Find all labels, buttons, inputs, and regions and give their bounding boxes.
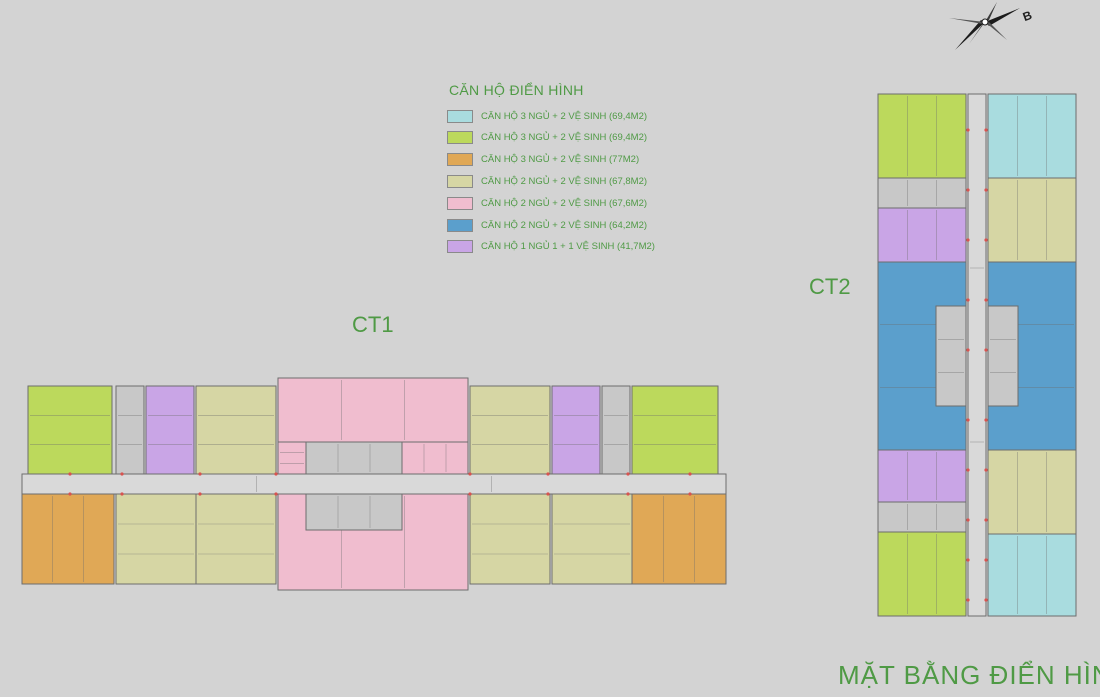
door-marker — [688, 472, 692, 476]
door-marker — [966, 238, 970, 242]
apartment-unit — [115, 493, 197, 585]
building-label-ct2: CT2 — [809, 274, 851, 299]
compass-rose-icon — [949, 2, 1020, 50]
apartment-unit — [27, 385, 113, 475]
elevator-core — [935, 305, 967, 407]
legend-swatch — [447, 240, 473, 254]
apartment-unit — [277, 377, 469, 443]
door-marker — [984, 298, 988, 302]
apartment-unit — [145, 385, 195, 475]
legend-item: CĂN HỘ 2 NGỦ + 2 VỆ SINH (67,6M2) — [447, 196, 647, 210]
legend-swatch — [447, 196, 473, 210]
door-marker — [468, 492, 472, 496]
legend-label: CĂN HỘ 1 NGỦ 1 + 1 VỆ SINH (41,7M2) — [481, 241, 655, 253]
apartment-unit — [551, 493, 633, 585]
door-marker — [984, 518, 988, 522]
door-marker — [984, 128, 988, 132]
building-label-ct1: CT1 — [352, 312, 394, 337]
legend-swatch — [447, 131, 473, 145]
apartment-unit — [987, 93, 1077, 179]
apartment-unit — [877, 93, 967, 179]
stair-core — [601, 385, 631, 475]
door-marker — [274, 492, 278, 496]
apartment-unit — [631, 493, 727, 585]
legend-swatch — [447, 218, 473, 232]
door-marker — [984, 238, 988, 242]
door-marker — [546, 492, 550, 496]
ct1-corridor — [21, 473, 727, 495]
apartment-unit — [195, 493, 277, 585]
apartment-unit — [987, 177, 1077, 263]
door-marker — [120, 492, 124, 496]
legend-label: CĂN HỘ 2 NGỦ + 2 VỆ SINH (67,8M2) — [481, 175, 648, 187]
apartment-unit — [195, 385, 277, 475]
legend-item: CĂN HỘ 2 NGỦ + 2 VỆ SINH (64,2M2) — [447, 218, 647, 232]
door-marker — [966, 558, 970, 562]
door-marker — [68, 472, 72, 476]
door-marker — [626, 472, 630, 476]
legend-swatch — [447, 153, 473, 167]
door-marker — [274, 472, 278, 476]
apartment-unit — [987, 449, 1077, 535]
apartment-unit — [877, 449, 967, 503]
apartment-unit — [401, 441, 469, 475]
door-marker — [198, 492, 202, 496]
apartment-unit — [469, 385, 551, 475]
door-marker — [966, 518, 970, 522]
stair-core — [877, 501, 967, 533]
legend-label: CĂN HỘ 2 NGỦ + 2 VỆ SINH (64,2M2) — [481, 219, 648, 231]
door-marker — [68, 492, 72, 496]
legend-label: CĂN HỘ 3 NGỦ + 2 VỆ SINH (69,4M2) — [481, 110, 648, 122]
legend-label: CĂN HỘ 3 NGỦ + 2 VỆ SINH (77M2) — [481, 154, 640, 166]
door-marker — [688, 492, 692, 496]
door-marker — [966, 598, 970, 602]
door-marker — [984, 188, 988, 192]
door-marker — [984, 348, 988, 352]
apartment-unit — [277, 441, 307, 475]
door-marker — [468, 472, 472, 476]
door-marker — [546, 472, 550, 476]
legend-swatch — [447, 109, 473, 123]
apartment-unit — [987, 533, 1077, 617]
legend-item: CĂN HỘ 1 NGỦ 1 + 1 VỆ SINH (41,7M2) — [447, 240, 655, 254]
apartment-unit — [21, 493, 115, 585]
legend-item: CĂN HỘ 3 NGỦ + 2 VỆ SINH (69,4M2) — [447, 109, 647, 123]
elevator-core — [987, 305, 1019, 407]
stair-core — [877, 177, 967, 209]
door-marker — [984, 558, 988, 562]
door-marker — [966, 298, 970, 302]
door-marker — [984, 468, 988, 472]
door-marker — [120, 472, 124, 476]
door-marker — [966, 418, 970, 422]
door-marker — [966, 188, 970, 192]
floor-plan-title: MẶT BẰNG ĐIỂN HÌNH — [838, 660, 1100, 690]
apartment-unit — [469, 493, 551, 585]
door-marker — [198, 472, 202, 476]
legend-item: CĂN HỘ 3 NGỦ + 2 VỆ SINH (77M2) — [447, 153, 639, 167]
legend-swatch — [447, 174, 473, 188]
legend-title: CĂN HỘ ĐIỂN HÌNH — [449, 82, 584, 98]
apartment-unit — [551, 385, 601, 475]
door-marker — [966, 128, 970, 132]
door-marker — [626, 492, 630, 496]
door-marker — [984, 418, 988, 422]
door-marker — [966, 468, 970, 472]
apartment-unit — [877, 531, 967, 617]
door-marker — [984, 598, 988, 602]
elevator-core — [305, 441, 403, 475]
ct2-corridor — [967, 93, 987, 617]
legend-item: CĂN HỘ 2 NGỦ + 2 VỆ SINH (67,8M2) — [447, 174, 647, 188]
apartment-unit — [877, 261, 967, 451]
apartment-unit — [877, 207, 967, 263]
legend-item: CĂN HỘ 3 NGỦ + 2 VỆ SINH (69,4M2) — [447, 131, 647, 145]
legend-label: CĂN HỘ 2 NGỦ + 2 VỆ SINH (67,6M2) — [481, 197, 648, 209]
apartment-unit — [631, 385, 719, 475]
door-marker — [966, 348, 970, 352]
stair-core — [115, 385, 145, 475]
legend-label: CĂN HỘ 3 NGỦ + 2 VỆ SINH (69,4M2) — [481, 132, 648, 144]
elevator-core — [305, 493, 403, 531]
